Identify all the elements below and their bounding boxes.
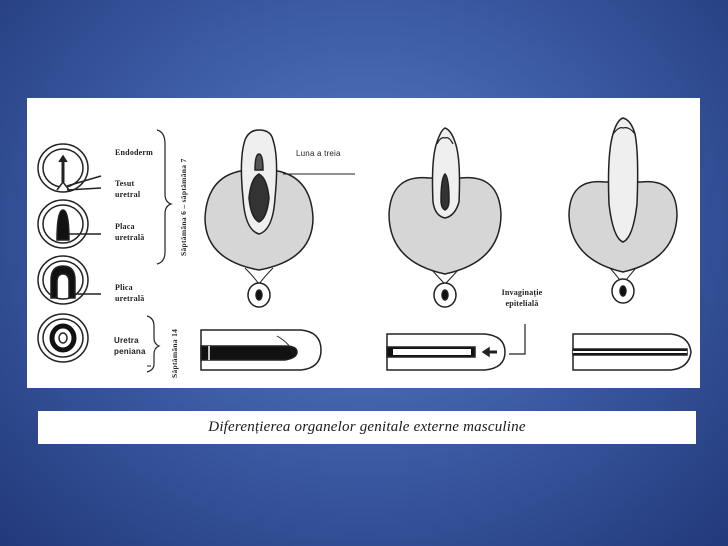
label-uretra-line2: peniana [114, 347, 146, 356]
diagram-drawing [37, 117, 692, 373]
label-luna-a-treia: Luna a treia [296, 149, 341, 158]
label-invaginatie-line2: epitelială [505, 299, 539, 308]
cross-sections [37, 143, 102, 363]
cross-section-3 [37, 255, 101, 305]
cross-section-2 [37, 199, 101, 249]
label-uretra-peniana: Uretra peniana [114, 335, 146, 357]
stage-2-external-view [388, 127, 502, 308]
cross-section-1 [37, 143, 102, 193]
label-placa-uretrala: Placa uretrală [115, 221, 144, 243]
label-tesut-line1: Tesut [115, 179, 135, 188]
label-tesut-uretral: Tesut uretral [115, 178, 140, 200]
brace-week-14 [146, 315, 161, 373]
label-weeks-6-7: Săptămâna 6 – săptămâna 7 [179, 158, 188, 256]
diagram-panel: Endoderm Tesut uretral Placa uretrală Pl… [27, 98, 700, 388]
figure-caption: Diferențierea organelor genitale externe… [208, 419, 526, 435]
label-uretra-line1: Uretra [114, 336, 139, 345]
label-week-14: Săptămâna 14 [170, 328, 179, 378]
longitudinal-section-2 [386, 324, 526, 371]
stage-3-external-view [568, 117, 678, 304]
label-plica-line1: Plica [115, 283, 133, 292]
leader-lines [147, 173, 355, 367]
longitudinal-section-1 [200, 329, 322, 371]
label-placa-line2: uretrală [115, 233, 145, 242]
label-invaginatie-line1: Invaginație [501, 288, 543, 297]
caption-bar: Diferențierea organelor genitale externe… [38, 411, 696, 444]
braces [146, 129, 173, 373]
longitudinal-section-3 [572, 333, 692, 371]
label-plica-line2: uretrală [115, 294, 145, 303]
label-invaginatie-epiteliala: Invaginație epitelială [487, 287, 557, 309]
stage-1-external-view [204, 129, 314, 308]
label-plica-uretrala: Plica uretrală [115, 282, 144, 304]
brace-weeks-6-7 [156, 129, 173, 265]
label-tesut-line2: uretral [115, 190, 141, 199]
cross-section-4 [37, 313, 89, 363]
label-placa-line1: Placa [115, 222, 135, 231]
label-endoderm: Endoderm [115, 148, 154, 157]
